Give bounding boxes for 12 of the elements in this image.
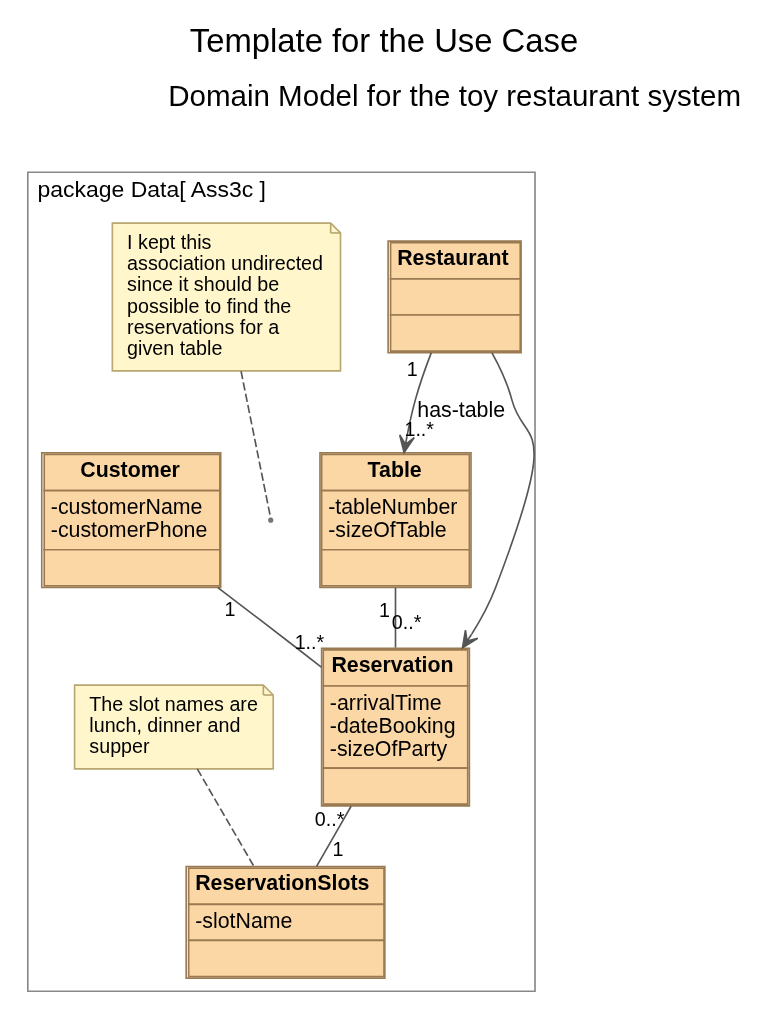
label: 1 [332, 838, 344, 861]
arrow [461, 352, 535, 649]
label: 1 [378, 598, 390, 621]
diagram-title: Template for the Use Case [189, 22, 579, 60]
connector [315, 805, 352, 868]
edge-label: has-table [417, 398, 506, 423]
label: 0..* [314, 808, 345, 831]
label: 1 [224, 597, 236, 620]
connector [217, 586, 323, 668]
connector [196, 768, 255, 867]
label: 1 [406, 358, 418, 381]
label: Domain Model for the toy restaurant system [168, 78, 741, 112]
